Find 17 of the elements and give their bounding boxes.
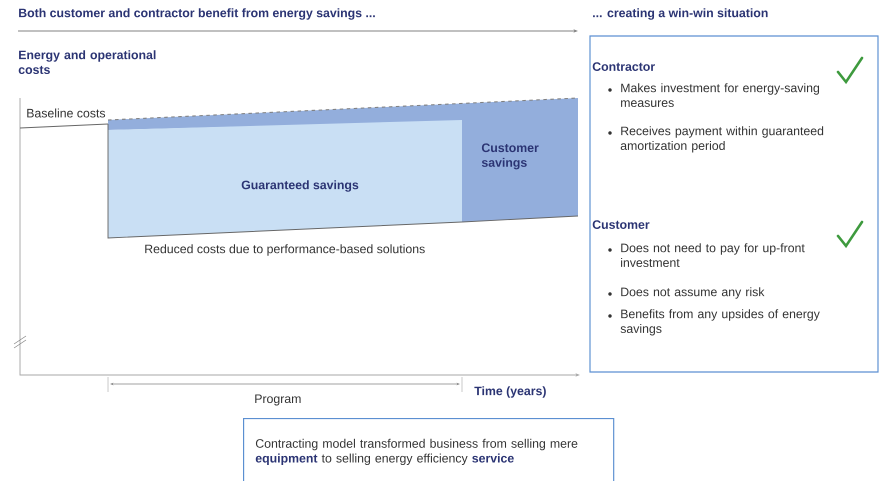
- savings-area: Customer savings: [462, 118, 578, 222]
- bullet-text: Does not need to pay for up-front investment: [621, 243, 805, 268]
- dimension-label: Program: [255, 394, 301, 406]
- axis-label: Time (years): [474, 386, 546, 398]
- bullet-text: Receives payment within guaranteed amortization period: [620, 126, 824, 152]
- bullet-text: Does not assume any risk: [621, 287, 764, 299]
- savings-area: Guaranteed savings: [108, 120, 462, 238]
- note-box: Contracting model transformed business from selling mere equipment to selling energy efficiency service: [243, 418, 614, 481]
- section-heading: Contractor: [592, 62, 655, 71]
- heading: ... creating a win-win situation: [593, 8, 768, 20]
- axis-label: Energy and operational costs: [18, 50, 156, 74]
- line-label: Baseline costs: [27, 108, 106, 118]
- section-heading: Customer: [592, 220, 650, 229]
- node-label: Customer savings: [482, 143, 539, 170]
- heading: Both customer and contractor benefit from energy savings ...: [19, 8, 375, 20]
- bullet-text: Benefits from any upsides of energy savings: [620, 309, 820, 336]
- bullet-text: Makes investment for energy-saving measures: [621, 83, 820, 108]
